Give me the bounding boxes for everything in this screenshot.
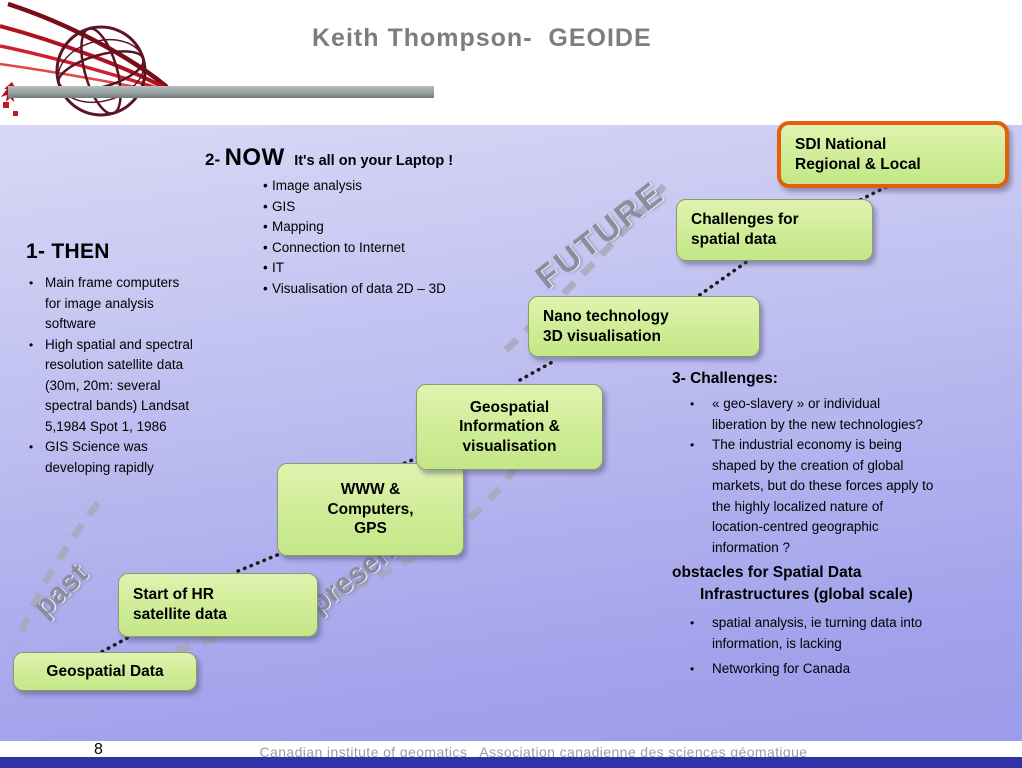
timeline-box-challenges-for-spatial-data: Challenges for spatial data bbox=[676, 199, 873, 261]
bullet-item: Visualisation of data 2D – 3D bbox=[263, 279, 446, 300]
slide-title: Keith Thompson- GEOIDE bbox=[312, 24, 652, 52]
bullet-item: Mapping bbox=[263, 217, 446, 238]
footer-text: Canadian institute of geomatics Associat… bbox=[259, 744, 808, 760]
then-bullet-list: Main frame computers for image analysis … bbox=[26, 273, 240, 478]
timeline-box-geospatial-data: Geospatial Data bbox=[13, 652, 197, 691]
bullet-item: « geo-slavery » or individual liberation… bbox=[672, 394, 1002, 435]
box-label: Geospatial Data bbox=[46, 662, 164, 680]
bullet-item: High spatial and spectral resolution sat… bbox=[26, 335, 240, 438]
obstacles-bullet-list: spatial analysis, ie turning data into i… bbox=[672, 613, 1002, 680]
geomatics-globe-logo-icon bbox=[0, 1, 169, 117]
timeline-box-sdi-national-regional-local: SDI National Regional & Local bbox=[777, 121, 1009, 188]
box-label: Challenges for spatial data bbox=[691, 211, 799, 248]
challenges-bullet-list: « geo-slavery » or individual liberation… bbox=[672, 394, 1002, 558]
timeline-box-start-of-hr-satellite-data: Start of HR satellite data bbox=[118, 573, 318, 637]
now-section-heading: 2- NOW It's all on your Laptop ! bbox=[205, 144, 453, 172]
bullet-item: GIS bbox=[263, 197, 446, 218]
then-section: 1- THEN Main frame computers for image a… bbox=[26, 240, 240, 478]
box-label: SDI National Regional & Local bbox=[795, 135, 921, 173]
bullet-item: GIS Science was developing rapidly bbox=[26, 437, 240, 478]
then-section-title: 1- THEN bbox=[26, 240, 110, 263]
bullet-item: IT bbox=[263, 258, 446, 279]
timeline-box-nano-technology-3d-visualisation: Nano technology 3D visualisation bbox=[528, 296, 760, 357]
timeline-box-www-computers-gps: WWW & Computers, GPS bbox=[277, 463, 464, 556]
now-section-number: 2- bbox=[205, 150, 221, 169]
header-divider-bar bbox=[8, 86, 434, 98]
page-number: 8 bbox=[94, 741, 103, 758]
bullet-item: spatial analysis, ie turning data into i… bbox=[672, 613, 1002, 654]
challenges-section-title: 3- Challenges: bbox=[672, 370, 778, 387]
bullet-item: Image analysis bbox=[263, 176, 446, 197]
box-label: Nano technology 3D visualisation bbox=[543, 307, 669, 345]
obstacles-section-title: obstacles for Spatial Data Infrastructur… bbox=[672, 564, 913, 603]
footer-bar bbox=[0, 757, 1022, 768]
timeline-box-geospatial-information-visualisation: Geospatial Information & visualisation bbox=[416, 384, 603, 470]
bullet-item: The industrial economy is being shaped b… bbox=[672, 435, 1002, 558]
box-label: Start of HR satellite data bbox=[133, 586, 227, 623]
bullet-item: Networking for Canada bbox=[672, 659, 1002, 680]
now-section-subtitle: It's all on your Laptop ! bbox=[294, 153, 454, 169]
now-section-title: NOW bbox=[224, 144, 285, 171]
box-label: Geospatial Information & visualisation bbox=[459, 398, 560, 455]
challenges-section: 3- Challenges: « geo-slavery » or indivi… bbox=[672, 370, 1002, 558]
bullet-item: Connection to Internet bbox=[263, 238, 446, 259]
obstacles-section: obstacles for Spatial Data Infrastructur… bbox=[672, 562, 1002, 685]
box-label: WWW & Computers, GPS bbox=[327, 481, 414, 538]
now-bullet-list: Image analysis GIS Mapping Connection to… bbox=[263, 176, 446, 299]
bullet-item: Main frame computers for image analysis … bbox=[26, 273, 240, 335]
